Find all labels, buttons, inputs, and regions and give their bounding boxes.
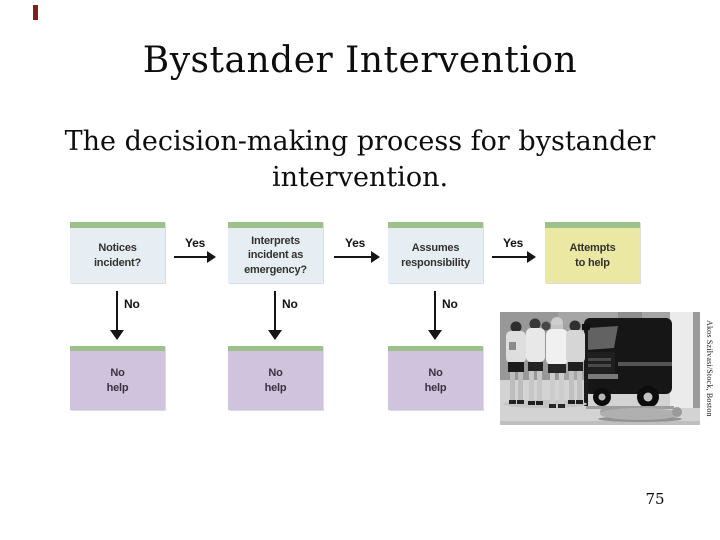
- arrow-line: [334, 256, 373, 258]
- yes-arrow-icon: [174, 251, 216, 263]
- yes-arrow-icon: [492, 251, 536, 263]
- van: [579, 318, 674, 409]
- street-photo: [500, 312, 700, 425]
- slide-subtitle: The decision-making process for bystande…: [64, 126, 656, 193]
- flow-step-label: Attempts to help: [569, 242, 616, 269]
- street-pole: [582, 324, 590, 406]
- arrow-head-icon: [527, 251, 536, 263]
- slide-title: Bystander Intervention: [142, 40, 578, 81]
- yes-label: Yes: [344, 236, 366, 250]
- arrow-head-icon: [268, 330, 282, 340]
- yes-label: Yes: [502, 236, 524, 250]
- arrow-line: [274, 291, 276, 331]
- flow-step-interprets-emergency: Interprets incident as emergency?: [228, 222, 323, 283]
- flow-outcome-label: No help: [424, 367, 447, 394]
- arrow-head-icon: [207, 251, 216, 263]
- no-arrow-icon: [110, 291, 124, 340]
- flow-step-notices-incident: Notices incident?: [70, 222, 165, 283]
- flow-step-label: Interprets incident as emergency?: [244, 235, 307, 276]
- no-arrow-icon: [428, 291, 442, 340]
- building-pillar: [670, 312, 694, 408]
- arrow-line: [116, 291, 118, 331]
- arrow-head-icon: [110, 330, 124, 340]
- yes-arrow-icon: [334, 251, 380, 263]
- arrow-head-icon: [428, 330, 442, 340]
- arrow-line: [492, 256, 529, 258]
- arrow-head-icon: [371, 251, 380, 263]
- page-number: 75: [645, 490, 665, 508]
- flow-outcome-no-help: No help: [228, 346, 323, 410]
- flow-outcome-label: No help: [106, 367, 129, 394]
- flow-outcome-no-help: No help: [70, 346, 165, 410]
- yes-label: Yes: [184, 236, 206, 250]
- flow-step-label: Assumes responsibility: [401, 242, 470, 269]
- flow-outcome-no-help: No help: [388, 346, 483, 410]
- flow-step-assumes-responsibility: Assumes responsibility: [388, 222, 483, 283]
- lying-person: [598, 407, 682, 422]
- flow-step-attempts-to-help: Attempts to help: [545, 222, 640, 283]
- no-arrow-icon: [268, 291, 282, 340]
- no-label: No: [124, 297, 140, 311]
- no-label: No: [282, 297, 298, 311]
- no-label: No: [442, 297, 458, 311]
- slide-edge-mark: [33, 5, 38, 20]
- photo-credit: Akos Szilvasi/Stock, Boston: [705, 320, 714, 417]
- pedestrian-group: [503, 317, 587, 408]
- flow-step-label: Notices incident?: [93, 242, 142, 269]
- arrow-line: [434, 291, 436, 331]
- flow-outcome-label: No help: [264, 367, 287, 394]
- arrow-line: [174, 256, 209, 258]
